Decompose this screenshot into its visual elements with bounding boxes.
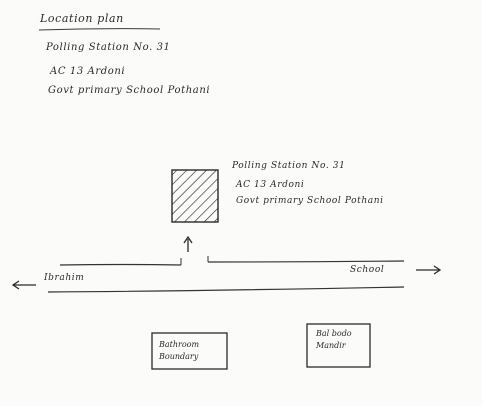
title-underline [38, 28, 161, 31]
mandir-box [306, 323, 371, 368]
bathroom-box-text: Bathroom Boundary [159, 339, 199, 363]
plan-title: Location plan [40, 12, 124, 25]
mandir-box-line-1: Bal bodo [316, 329, 352, 338]
building-label-station: Polling Station No. 31 [232, 161, 346, 171]
bathroom-box [151, 332, 228, 370]
road-right-label: School [350, 265, 385, 275]
header-line-constituency: AC 13 Ardoni [50, 66, 126, 77]
building-label-school: Govt primary School Pothani [236, 196, 384, 206]
bathroom-box-line-2: Boundary [159, 352, 199, 361]
building-label-constituency: AC 13 Ardoni [236, 180, 305, 190]
mandir-box-text: Bal bodo Mandir [316, 328, 352, 352]
polling-station-building [171, 169, 219, 223]
up-arrow-icon [183, 235, 193, 252]
mandir-box-line-2: Mandir [316, 341, 346, 350]
bathroom-box-line-1: Bathroom [159, 340, 200, 349]
header-line-school: Govt primary School Pothani [48, 85, 211, 96]
road-edge-top-right [207, 260, 405, 263]
road-edge-bottom [47, 286, 405, 293]
road-edge-top-left [59, 263, 182, 266]
left-arrow-icon [11, 280, 36, 290]
header-line-station: Polling Station No. 31 [46, 42, 171, 53]
right-arrow-icon [416, 265, 442, 275]
road-left-label: Ibrahim [44, 273, 85, 283]
